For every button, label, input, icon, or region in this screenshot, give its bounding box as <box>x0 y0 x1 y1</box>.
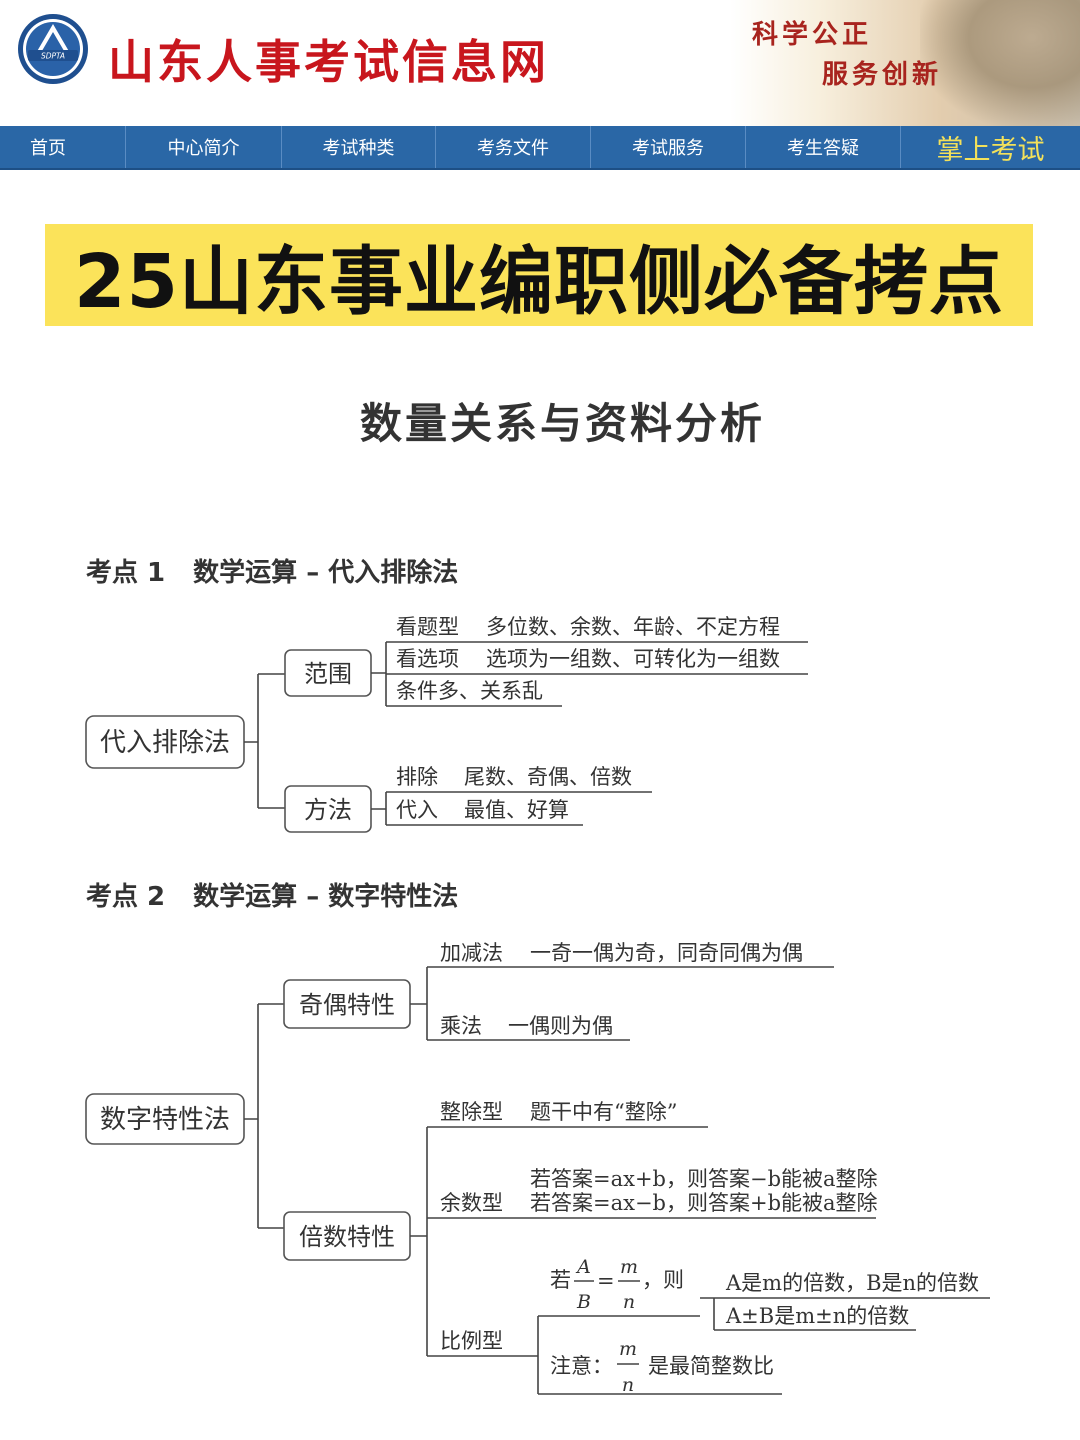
branch-multiple: 倍数特性 <box>299 1223 395 1251</box>
main-title-banner: 25山东事业编职侧必备拷点 <box>45 224 1033 326</box>
nav-item-home[interactable]: 首页 <box>0 126 126 168</box>
root-node-box <box>85 715 245 769</box>
leaf-key-conditions: 条件多、关系乱 <box>396 679 543 703</box>
ratio-frac2-numerator: m <box>620 1256 638 1278</box>
main-title: 25山东事业编职侧必备拷点 <box>74 238 1004 325</box>
nav-item-exam-types[interactable]: 考试种类 <box>282 126 436 168</box>
ratio-note-denominator: n <box>622 1374 634 1396</box>
ratio-result-1: A是m的倍数，B是n的倍数 <box>725 1271 979 1295</box>
ratio-result-connector <box>700 1297 990 1331</box>
nav-item-about[interactable]: 中心简介 <box>126 126 282 168</box>
site-header: SDPTA 山东人事考试信息网 科学公正 服务创新 <box>0 0 1080 126</box>
section-1-number: 考点 1 <box>86 558 166 588</box>
section-1-heading: 考点 1 数学运算 – 代入排除法 <box>86 552 458 589</box>
branch-method-box <box>284 785 372 833</box>
nav-item-services[interactable]: 考试服务 <box>591 126 746 168</box>
root-node-2-box <box>85 1093 245 1145</box>
leaf-value-multiply: 一偶则为偶 <box>508 1014 613 1038</box>
leaf-key-multiply: 乘法 <box>440 1014 482 1038</box>
branch-multiple-box <box>283 1211 411 1261</box>
banner-image <box>730 0 1080 126</box>
logo-text: SDPTA <box>41 52 65 61</box>
leaf-key-remainder: 余数型 <box>440 1191 503 1215</box>
ratio-frac1-denominator: B <box>576 1291 591 1313</box>
leaf-key-substitute: 代入 <box>396 798 438 822</box>
ratio-if-word: 若 <box>550 1268 571 1292</box>
section-2-title: 数学运算 – 数字特性法 <box>193 882 459 912</box>
ratio-connector <box>537 1315 782 1395</box>
main-nav: 首页 中心简介 考试种类 考务文件 考试服务 考生答疑 掌上考试 <box>0 126 1080 170</box>
ratio-then-word: ，则 <box>642 1268 684 1292</box>
multiple-connector <box>410 1126 876 1357</box>
leaf-key-add-sub: 加减法 <box>440 941 503 965</box>
nav-item-faq[interactable]: 考生答疑 <box>746 126 901 168</box>
leaf-key-question-type: 看题型 <box>396 615 459 639</box>
ratio-equals: = <box>597 1269 615 1293</box>
ratio-frac1-numerator: A <box>575 1256 591 1278</box>
leaf-value-remainder-2: 若答案=ax−b，则答案+b能被a整除 <box>530 1191 878 1215</box>
branch-scope-box <box>284 649 372 697</box>
leaf-value-options: 选项为一组数、可转化为一组数 <box>486 647 780 671</box>
leaf-key-options: 看选项 <box>396 647 459 671</box>
leaf-value-divisible: 题干中有“整除” <box>530 1100 677 1124</box>
leaf-value-add-sub: 一奇一偶为奇，同奇同偶为偶 <box>530 941 803 965</box>
section-1-title: 数学运算 – 代入排除法 <box>193 558 459 588</box>
ratio-frac2-denominator: n <box>623 1291 635 1313</box>
leaf-key-exclude: 排除 <box>396 765 438 789</box>
leaf-value-substitute: 最值、好算 <box>464 798 569 822</box>
slogan-line-1: 科学公正 <box>752 20 873 50</box>
branch-parity-box <box>283 979 411 1029</box>
leaf-value-question-type: 多位数、余数、年龄、不定方程 <box>486 615 780 639</box>
parity-connector <box>410 966 834 1041</box>
slogan-line-2: 服务创新 <box>822 60 943 90</box>
ratio-result-2: A±B是m±n的倍数 <box>725 1304 909 1328</box>
branch-method: 方法 <box>304 796 352 824</box>
ratio-note-numerator: m <box>619 1338 637 1360</box>
branch-scope: 范围 <box>304 660 352 688</box>
root-node-substitution: 代入排除法 <box>100 728 230 758</box>
sdpta-logo-icon[interactable]: SDPTA <box>16 12 90 86</box>
branch-parity: 奇偶特性 <box>299 991 395 1019</box>
nav-item-documents[interactable]: 考务文件 <box>436 126 591 168</box>
leaf-key-divisible: 整除型 <box>440 1100 503 1124</box>
method-connector <box>371 791 652 826</box>
root-connector <box>244 673 285 809</box>
ratio-note-tail: 是最简整数比 <box>648 1354 774 1378</box>
subtitle: 数量关系与资料分析 <box>359 399 765 448</box>
ratio-note-word: 注意： <box>550 1354 613 1378</box>
section-2-heading: 考点 2 数学运算 – 数字特性法 <box>86 876 458 913</box>
section-2-number: 考点 2 <box>86 882 166 912</box>
leaf-value-remainder-1: 若答案=ax+b，则答案−b能被a整除 <box>530 1167 878 1191</box>
leaf-value-exclude: 尾数、奇偶、倍数 <box>464 765 632 789</box>
leaf-key-ratio: 比例型 <box>440 1329 503 1353</box>
root-node-digit-property: 数字特性法 <box>100 1105 230 1135</box>
root-2-connector <box>244 1003 284 1229</box>
nav-item-mobile-exam[interactable]: 掌上考试 <box>936 134 1045 166</box>
site-title[interactable]: 山东人事考试信息网 <box>108 35 549 89</box>
scope-connector <box>371 641 808 707</box>
